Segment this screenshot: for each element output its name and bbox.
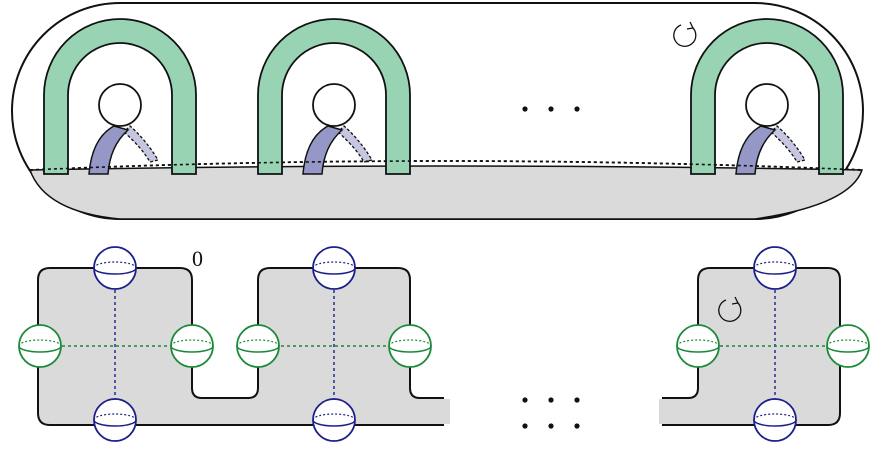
handle-hole — [745, 83, 789, 127]
attaching-spheres — [18, 246, 870, 442]
purple-band-hidden — [123, 125, 160, 163]
top-surface — [11, 1, 864, 220]
ellipsis-icon — [522, 106, 580, 112]
sphere-green-7 — [236, 324, 280, 368]
sphere-blue-9 — [753, 246, 797, 290]
purple-band — [735, 125, 777, 175]
sphere-blue-6 — [312, 398, 356, 442]
top-handle-3 — [690, 18, 844, 175]
green-arch-band — [690, 18, 844, 175]
top-handle-2 — [257, 18, 411, 175]
sphere-blue-2 — [93, 398, 137, 442]
handle-hole — [312, 83, 356, 127]
top-handle-1 — [43, 18, 197, 175]
green-arch-band — [43, 18, 197, 175]
bottom-piece-2-connectors — [281, 290, 390, 402]
sphere-blue-5 — [312, 246, 356, 290]
rotation-arrow-icon — [718, 296, 742, 322]
bottom-piece-3-connectors — [720, 290, 830, 402]
sphere-blue-1 — [93, 246, 137, 290]
ellipsis-icon — [522, 397, 580, 429]
purple-band-hidden — [337, 125, 374, 163]
bottom-piece-1-connectors — [62, 290, 171, 402]
bottom-surface-left-piece — [37, 267, 444, 426]
handle-hole — [98, 83, 142, 127]
bottom-open-end-mask — [659, 399, 665, 424]
framing-label-zero: 0 — [192, 246, 203, 271]
sphere-green-12 — [826, 324, 870, 368]
sphere-blue-10 — [753, 398, 797, 442]
sphere-green-4 — [170, 324, 214, 368]
rotation-arrow-icon — [673, 21, 697, 47]
bottom-open-end-mask — [440, 399, 450, 424]
purple-band-hidden — [770, 125, 807, 163]
purple-band — [88, 125, 130, 175]
sphere-green-8 — [388, 324, 432, 368]
sphere-green-11 — [676, 324, 720, 368]
sphere-green-3 — [18, 324, 62, 368]
green-arch-band — [257, 18, 411, 175]
